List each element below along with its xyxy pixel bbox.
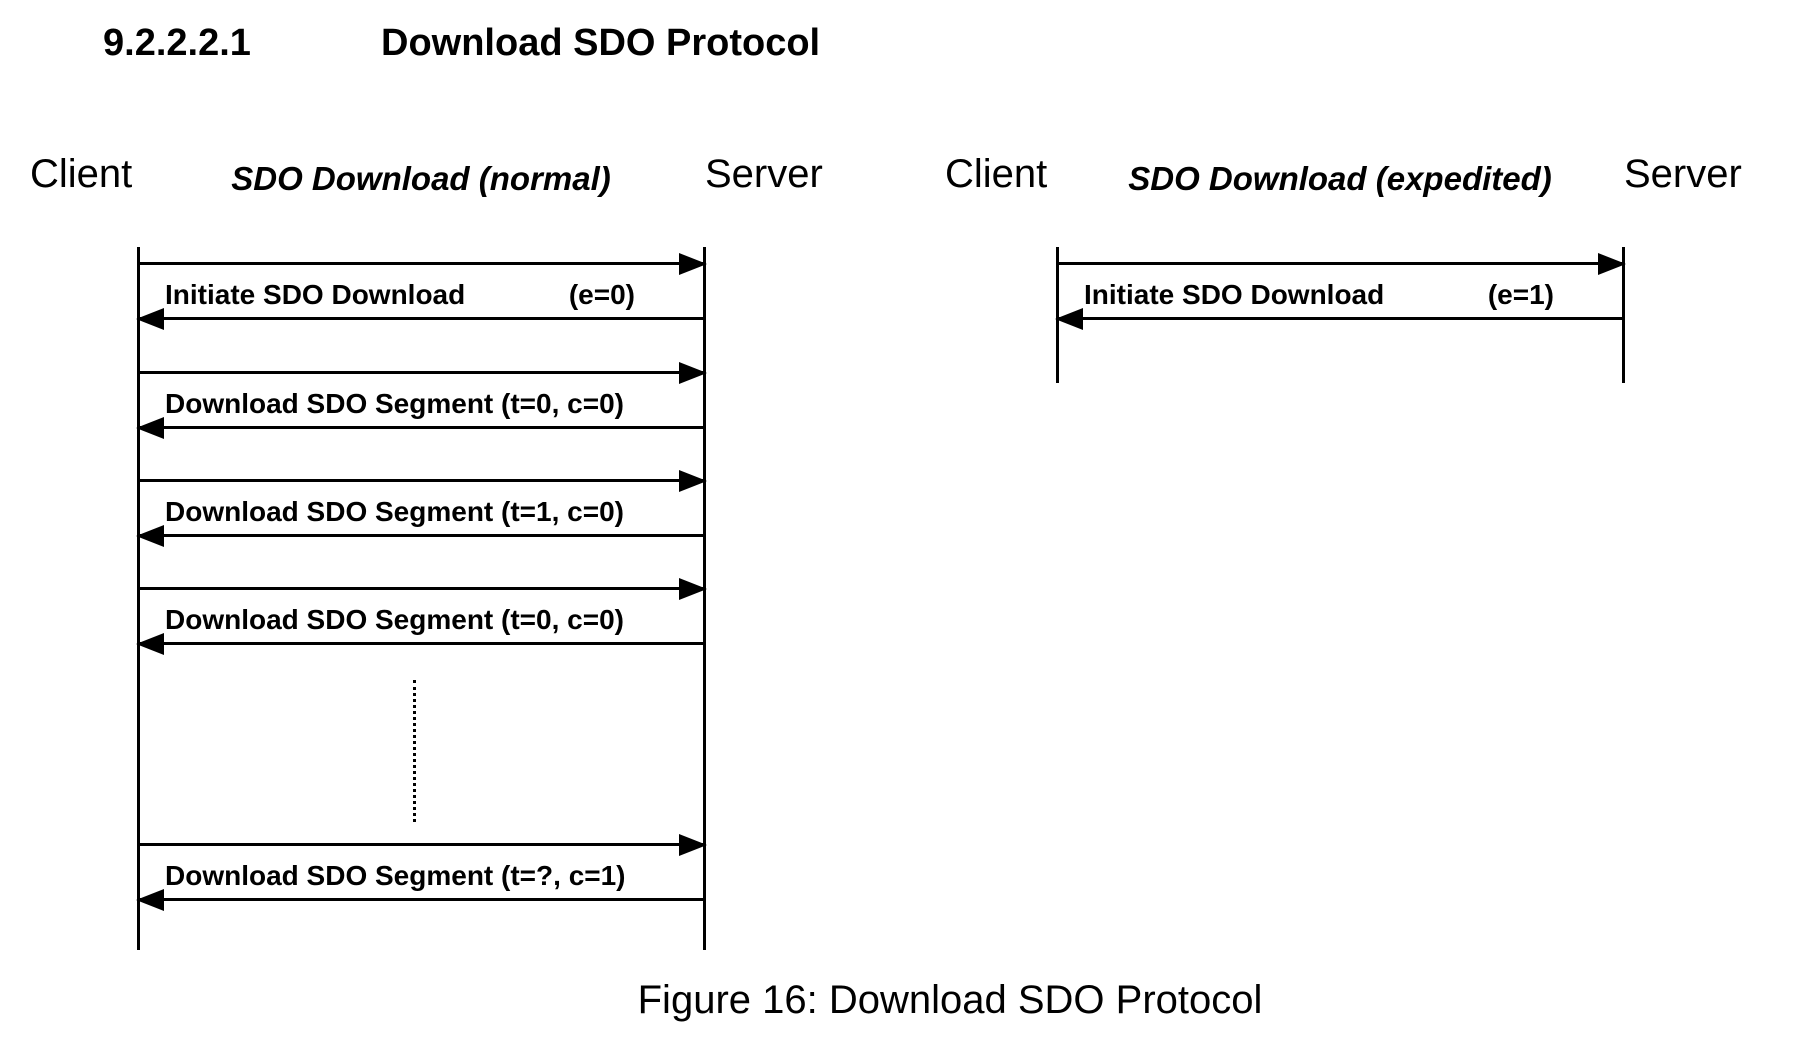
request-arrow bbox=[138, 361, 707, 384]
arrowhead-right-icon bbox=[679, 469, 707, 492]
server-actor-label: Server bbox=[1624, 152, 1742, 196]
client-actor-label: Client bbox=[945, 152, 1048, 196]
response-arrow bbox=[136, 307, 705, 330]
arrowhead-left-icon bbox=[136, 416, 164, 439]
message-label: Download SDO Segment (t=?, c=1) bbox=[165, 860, 635, 892]
client-actor-label: Client bbox=[30, 152, 133, 196]
message-text: Download SDO Segment (t=1, c=0) bbox=[165, 496, 624, 527]
server-actor-label: Server bbox=[705, 152, 823, 196]
message-param: (e=1) bbox=[1487, 279, 1554, 310]
continuation-dotted-line bbox=[413, 680, 416, 822]
message-label: Download SDO Segment (t=0, c=0) bbox=[165, 604, 635, 636]
request-arrow bbox=[1057, 252, 1626, 275]
arrowhead-right-icon bbox=[1598, 252, 1626, 275]
arrowhead-right-icon bbox=[679, 577, 707, 600]
request-arrow bbox=[138, 469, 707, 492]
message-param: (e=0) bbox=[568, 279, 635, 310]
server-lifeline bbox=[1622, 247, 1625, 383]
message-label: Initiate SDO Download (e=0) bbox=[165, 279, 635, 311]
section-heading: Download SDO Protocol bbox=[381, 22, 821, 64]
response-arrow bbox=[136, 632, 705, 655]
message-label: Download SDO Segment (t=0, c=0) bbox=[165, 388, 635, 420]
response-arrow bbox=[136, 524, 705, 547]
arrowhead-right-icon bbox=[679, 361, 707, 384]
request-arrow bbox=[138, 577, 707, 600]
message-text: Initiate SDO Download bbox=[1084, 279, 1385, 310]
arrowhead-left-icon bbox=[136, 632, 164, 655]
message-text: Initiate SDO Download bbox=[165, 279, 466, 310]
figure-caption: Figure 16: Download SDO Protocol bbox=[637, 978, 1263, 1022]
message-text: Download SDO Segment (t=0, c=0) bbox=[165, 388, 624, 419]
arrowhead-right-icon bbox=[679, 833, 707, 856]
response-arrow bbox=[136, 416, 705, 439]
diagram-title-expedited: SDO Download (expedited) bbox=[1128, 160, 1552, 197]
message-label: Initiate SDO Download (e=1) bbox=[1084, 279, 1554, 311]
message-text: Download SDO Segment (t=?, c=1) bbox=[165, 860, 626, 891]
message-label: Download SDO Segment (t=1, c=0) bbox=[165, 496, 635, 528]
response-arrow bbox=[1055, 307, 1624, 330]
arrowhead-left-icon bbox=[136, 524, 164, 547]
request-arrow bbox=[138, 833, 707, 856]
section-number: 9.2.2.2.1 bbox=[103, 22, 251, 64]
response-arrow bbox=[136, 888, 705, 911]
arrowhead-right-icon bbox=[679, 252, 707, 275]
message-text: Download SDO Segment (t=0, c=0) bbox=[165, 604, 624, 635]
diagram-title-normal: SDO Download (normal) bbox=[231, 160, 611, 197]
arrowhead-left-icon bbox=[136, 888, 164, 911]
arrowhead-left-icon bbox=[1055, 307, 1083, 330]
request-arrow bbox=[138, 252, 707, 275]
client-lifeline bbox=[137, 247, 140, 950]
arrowhead-left-icon bbox=[136, 307, 164, 330]
